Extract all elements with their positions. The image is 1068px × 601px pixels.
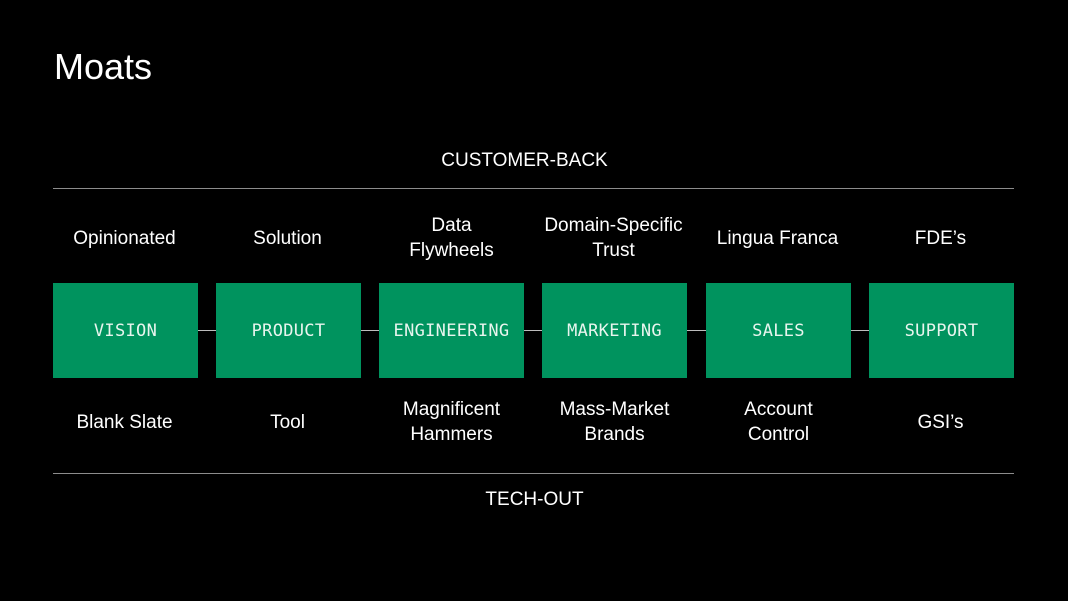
bottom-label: Blank Slate (76, 411, 173, 433)
box-label: VISION (93, 320, 158, 341)
top-label: Lingua Franca (716, 227, 839, 249)
top-divider (53, 188, 1014, 189)
bottom-label-cell: GSI’s (869, 374, 1014, 470)
box-label: SUPPORT (904, 320, 979, 341)
bottom-labels-row: Blank Slate Tool Magnificent Hammers Mas… (53, 374, 1014, 470)
bottom-label-cell: Blank Slate (53, 374, 198, 470)
top-label-cell: FDE’s (869, 190, 1014, 286)
top-label-cell: Domain-Specific Trust (542, 190, 687, 286)
box-label: MARKETING (567, 320, 662, 341)
slide-title: Moats (54, 46, 153, 87)
bottom-divider (53, 473, 1014, 474)
bottom-label-cell: Magnificent Hammers (379, 374, 524, 470)
top-label-cell: Solution (216, 190, 361, 286)
box-vision[interactable]: VISION (53, 283, 198, 378)
bottom-label: Account Control (744, 399, 813, 445)
top-label: Solution (253, 227, 322, 249)
connector-line (53, 330, 1014, 331)
top-label-cell: Data Flywheels (379, 190, 524, 286)
top-labels-row: Opinionated Solution Data Flywheels Doma… (53, 190, 1014, 286)
bottom-label: Magnificent Hammers (402, 399, 501, 445)
top-label-cell: Lingua Franca (706, 190, 851, 286)
top-label-cell: Opinionated (53, 190, 198, 286)
box-engineering[interactable]: ENGINEERING (379, 283, 524, 378)
box-label: SALES (752, 320, 805, 341)
bottom-label-cell: Mass-Market Brands (542, 374, 687, 470)
bottom-label-cell: Account Control (706, 374, 851, 470)
stage-boxes: VISION PRODUCT ENGINEERING MARKETING SAL… (53, 283, 1014, 378)
box-marketing[interactable]: MARKETING (542, 283, 687, 378)
top-label: Data Flywheels (409, 215, 494, 261)
top-label: Opinionated (73, 227, 176, 249)
box-sales[interactable]: SALES (706, 283, 851, 378)
bottom-label: Mass-Market Brands (559, 399, 670, 445)
box-label: PRODUCT (251, 320, 326, 341)
top-label: Domain-Specific Trust (544, 215, 683, 261)
axis-label-bottom: TECH-OUT (485, 489, 584, 510)
bottom-label-cell: Tool (216, 374, 361, 470)
bottom-label: Tool (270, 411, 305, 433)
axis-label-top: CUSTOMER-BACK (441, 150, 608, 171)
top-label: FDE’s (914, 227, 967, 249)
box-label: ENGINEERING (393, 320, 510, 341)
bottom-label: GSI’s (917, 411, 964, 433)
box-product[interactable]: PRODUCT (216, 283, 361, 378)
box-support[interactable]: SUPPORT (869, 283, 1014, 378)
